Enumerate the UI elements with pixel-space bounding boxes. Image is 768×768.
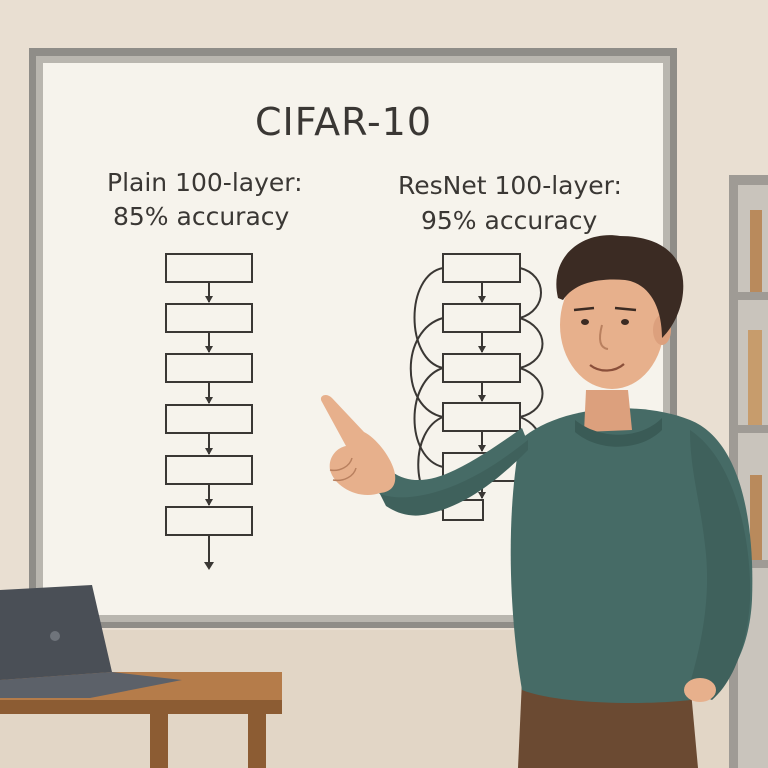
plain-network-accuracy: 85% accuracy [113, 202, 290, 231]
resnet-accuracy: 95% accuracy [421, 206, 598, 235]
plain-network-label: Plain 100-layer: [107, 168, 303, 197]
skip-connection [413, 267, 444, 369]
skip-connection [519, 367, 544, 418]
person [320, 235, 753, 768]
whiteboard [29, 48, 677, 628]
skip-connection [409, 317, 444, 418]
skip-connection [519, 317, 544, 369]
skip-connection [519, 267, 542, 319]
whiteboard-title: CIFAR-10 [255, 100, 433, 144]
plain-arrowheads [204, 296, 214, 570]
skip-connection [413, 367, 444, 468]
laptop [0, 585, 182, 698]
resnet-diagram [409, 253, 544, 521]
resnet-label: ResNet 100-layer: [398, 171, 622, 200]
bookshelf [729, 175, 768, 768]
resnet-arrowheads [478, 296, 486, 499]
